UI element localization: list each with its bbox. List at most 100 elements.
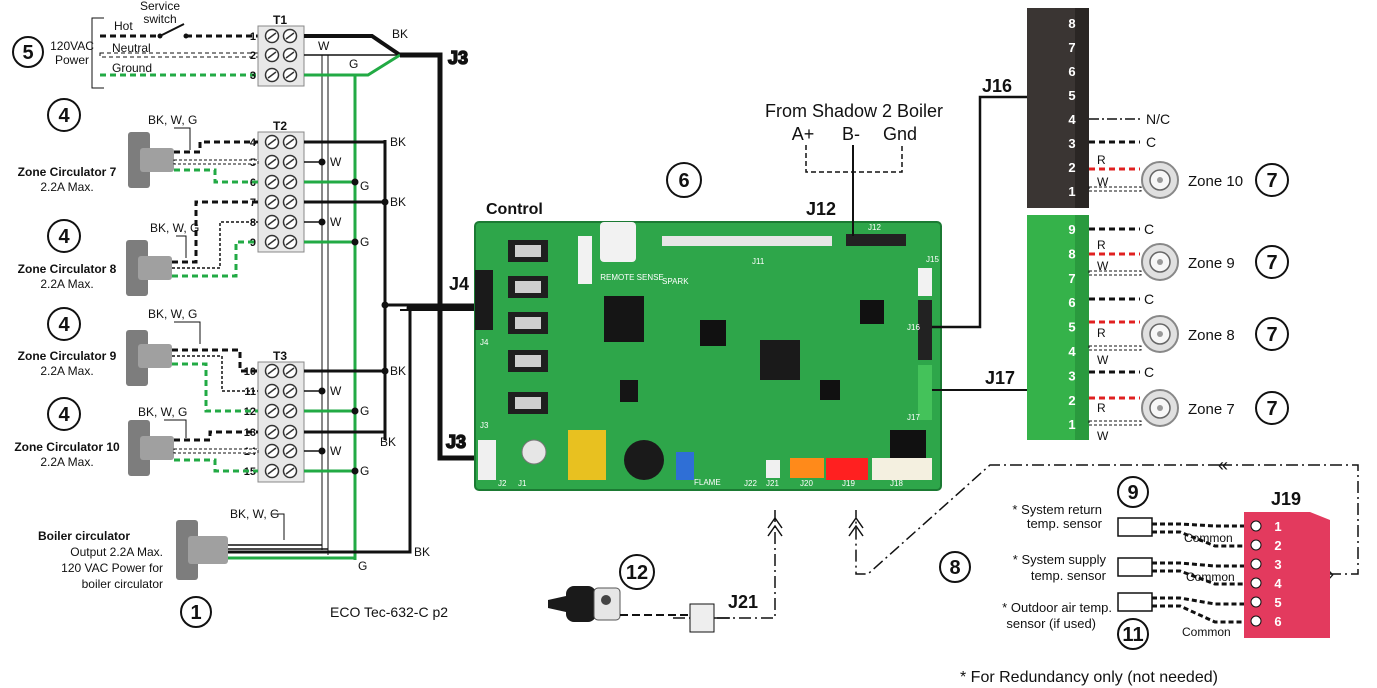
- terminal-number: 15: [244, 466, 256, 478]
- j4-feed: J4: [385, 274, 475, 311]
- w-label-2: W: [330, 215, 342, 229]
- bkwg-label-boiler: BK, W, G: [230, 507, 279, 521]
- j19-pin: 3: [1274, 557, 1281, 572]
- j16-pin: 6: [1068, 64, 1075, 79]
- j16-pin: 8: [1068, 16, 1075, 31]
- board-j22-label: J22: [744, 479, 757, 488]
- w-label-zone10: W: [1097, 175, 1109, 189]
- j19-pin: 1: [1274, 519, 1281, 534]
- zone-marker: 7: [1266, 252, 1277, 274]
- g-label-3: G: [360, 404, 369, 418]
- j17-pin: 6: [1068, 295, 1075, 310]
- terminal-screw: 8: [250, 214, 298, 230]
- terminal-screws: 123456789101112131415: [244, 28, 298, 479]
- bkwg-label-10: BK, W, G: [138, 405, 187, 419]
- board-j20-label: J20: [800, 479, 813, 488]
- board-j11-label: J11: [752, 257, 765, 266]
- board-j4-label: J4: [480, 338, 489, 347]
- return-sensor-marker: 9: [1127, 482, 1138, 504]
- board-j16-label: J16: [907, 323, 920, 332]
- j21-label: J21: [728, 592, 758, 612]
- board-j1-label: J1: [518, 479, 527, 488]
- zone-name: Zone 10: [1188, 173, 1243, 190]
- c-label-j16: C: [1146, 134, 1156, 150]
- shadow-bus: From Shadow 2 Boiler A+ B- Gnd J12: [765, 101, 943, 236]
- shadow-gnd: Gnd: [883, 124, 917, 144]
- hot-label: Hot: [114, 19, 133, 33]
- zone-circulator-max: 2.2A Max.: [40, 180, 93, 194]
- zone-circulator-name: Zone Circulator 9: [18, 349, 117, 363]
- sensor-marker: 8: [949, 557, 960, 579]
- terminal-number: 3: [250, 70, 256, 82]
- w-label-t1: W: [318, 39, 330, 53]
- r-label-zone7: R: [1097, 401, 1106, 415]
- power-label-line2: Power: [55, 53, 89, 67]
- switch-label-line2: switch: [143, 12, 176, 26]
- terminal-screw: 10: [244, 363, 298, 379]
- common-label-1: Common: [1184, 531, 1233, 545]
- j16-pin: 7: [1068, 40, 1075, 55]
- g-label-t1: G: [349, 57, 358, 71]
- control-title: Control: [486, 201, 543, 218]
- j17-pin: 9: [1068, 222, 1075, 237]
- shadow-b-minus: B-: [842, 124, 860, 144]
- zone-circulator-marker: 4: [58, 105, 70, 127]
- j3-feed: BK W G J3 J3: [304, 27, 475, 461]
- boiler-circ-line1: Output 2.2A Max.: [70, 545, 163, 559]
- zone-name: Zone 9: [1188, 255, 1235, 272]
- board-spark-label: SPARK: [662, 277, 689, 286]
- g-label-4: G: [360, 464, 369, 478]
- board-flame-label: FLAME: [694, 478, 721, 487]
- c-label-3: C: [1144, 364, 1154, 380]
- j3-bottom-label: J3: [446, 432, 466, 452]
- terminal-screw: 4: [250, 134, 298, 150]
- zone-circulators: BK, W, G BK, W, G BK, W, G BK, W, G: [126, 113, 259, 476]
- j16-label: J16: [982, 76, 1012, 96]
- thermostat-wiring: N/C C R W C R W C R W C R W: [1088, 111, 1170, 443]
- terminal-screw: 9: [250, 234, 298, 250]
- g-label-1: G: [360, 179, 369, 193]
- boiler-circ-line3: boiler circulator: [82, 577, 163, 591]
- bkwg-label-7: BK, W, G: [148, 113, 197, 127]
- neutral-label: Neutral: [112, 41, 151, 55]
- zone-circulator-name: Zone Circulator 8: [18, 262, 117, 276]
- board-j21-label: J21: [766, 479, 779, 488]
- boiler-circ-line2: 120 VAC Power for: [61, 561, 163, 575]
- board-j15-label: J15: [926, 255, 939, 264]
- c-label-6: C: [1144, 291, 1154, 307]
- r-label-zone10: R: [1097, 153, 1106, 167]
- circulator-9-pump: [126, 330, 172, 386]
- circulator-7-pump: [128, 132, 174, 188]
- j16-pin: 3: [1068, 136, 1075, 151]
- bk-label-boiler: BK: [414, 545, 430, 559]
- terminal-screw: 12: [244, 403, 298, 419]
- flame-sensor-marker: 12: [626, 562, 648, 584]
- g-label-boiler: G: [358, 559, 367, 573]
- circulator-8-pump: [126, 240, 172, 296]
- zone-circulator-name: Zone Circulator 7: [18, 165, 117, 179]
- j16-block: J16: [932, 8, 1089, 329]
- j17-pin: 4: [1068, 344, 1076, 359]
- j17-pin: 1: [1068, 417, 1075, 432]
- board-j18-label: J18: [890, 479, 903, 488]
- terminal-number: 10: [244, 366, 256, 378]
- return-sensor-line1: * System return: [1012, 502, 1102, 517]
- bk-label-t1: BK: [392, 27, 408, 41]
- zone-9: Zone 9 7: [1141, 243, 1289, 281]
- terminal-screw: 15: [244, 463, 298, 479]
- zone-circulator-max: 2.2A Max.: [40, 455, 93, 469]
- power-label-line1: 120VAC: [50, 39, 94, 53]
- zone-circulator-marker: 4: [58, 226, 70, 248]
- zone-circulator-marker: 4: [58, 404, 70, 426]
- bk-label-3: BK: [390, 364, 406, 378]
- terminal-screw: 2: [250, 47, 298, 63]
- j16-pin: 4: [1068, 112, 1076, 127]
- g-label-2: G: [360, 235, 369, 249]
- board-j17-label: J17: [907, 413, 920, 422]
- j19-pin: 4: [1274, 576, 1282, 591]
